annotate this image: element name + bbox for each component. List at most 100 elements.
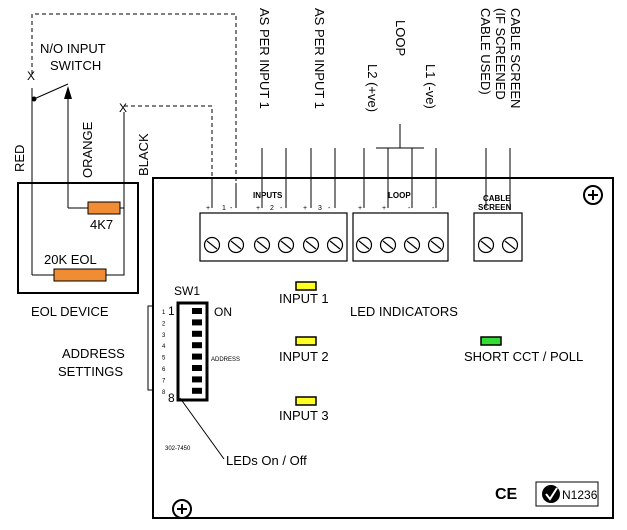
pin-label: - — [328, 205, 331, 212]
input-pin-labels: + 1 - + 2 - + 3 - — [206, 205, 331, 212]
pin-label: 3 — [318, 205, 322, 212]
cable-header-2: SCREEN — [478, 203, 512, 212]
board-outline — [152, 177, 614, 519]
label-as-per-input-1a: AS PER INPUT 1 — [257, 8, 272, 109]
dip-slider[interactable] — [192, 353, 202, 360]
address-small-label: ADDRESS — [211, 357, 240, 363]
mounting-hole-top-right-icon — [583, 185, 603, 205]
dip-slider[interactable] — [192, 376, 202, 383]
address-settings-line1: ADDRESS — [62, 346, 125, 361]
label-l2: L2 (+ve) — [365, 64, 380, 112]
terminal-screw-icon — [326, 236, 344, 254]
loop-terminal-block — [352, 212, 449, 262]
switch-blade — [33, 83, 69, 100]
resistor-4k7-label: 4K7 — [90, 217, 113, 232]
dip-slider[interactable] — [192, 330, 202, 337]
input3-label: INPUT 3 — [279, 408, 329, 423]
cut-mark-right: X — [119, 101, 127, 115]
dip-slider[interactable] — [192, 387, 202, 394]
wire-label-orange: ORANGE — [80, 121, 95, 178]
input2-label: INPUT 2 — [279, 349, 329, 364]
input-terminal-block — [199, 212, 348, 262]
label-cable-screen-2: (IF SCREENED — [493, 8, 508, 100]
ce-mark: CE — [495, 486, 518, 503]
dip-big-8: 8 — [168, 391, 175, 405]
inputs-header: INPUTS — [253, 191, 283, 200]
label-as-per-input-1b: AS PER INPUT 1 — [312, 8, 327, 109]
dip-slider[interactable] — [192, 365, 202, 371]
dip-number: 5 — [162, 356, 166, 362]
top-wiring: AS PER INPUT 1 AS PER INPUT 1 LOOP L2 (+… — [211, 8, 523, 208]
dip-switch[interactable] — [176, 301, 209, 402]
switch-label-line2: SWITCH — [50, 58, 101, 73]
terminal-screw-icon — [403, 236, 421, 254]
n-number: N1236 — [562, 488, 598, 502]
terminal-screw-icon — [355, 236, 373, 254]
pin-label: + — [358, 205, 362, 212]
part-number: 302-7450 — [165, 446, 191, 452]
resistor-20k-wire-right — [106, 274, 125, 276]
input1-led — [295, 281, 317, 291]
terminal-screw-icon — [302, 236, 320, 254]
input2-led — [295, 336, 317, 346]
screen-terminal-block — [473, 212, 523, 262]
eol-device-section: N/O INPUT SWITCH X X RED ORANGE BLACK 4K… — [12, 13, 237, 319]
cable-header-1: CABLE — [483, 194, 511, 203]
label-loop: LOOP — [393, 20, 408, 56]
wire-label-black: BLACK — [136, 133, 151, 176]
resistor-20k-label: 20K EOL — [44, 252, 97, 267]
short-cct-label: SHORT CCT / POLL — [464, 349, 583, 364]
cut-mark-left: X — [27, 69, 35, 83]
resistor-20k — [53, 268, 107, 282]
label-cable-screen-3: CABLE USED) — [478, 8, 493, 95]
dip-switch-slots — [192, 308, 202, 394]
loop-header: LOOP — [388, 191, 411, 200]
terminal-screw-icon — [379, 236, 397, 254]
input3-led — [295, 396, 317, 406]
dip-number: 3 — [162, 333, 166, 339]
terminal-screw-icon — [253, 236, 271, 254]
pin-label: + — [206, 205, 210, 212]
pin-label: + — [303, 205, 307, 212]
dip-slider[interactable] — [192, 342, 202, 349]
terminal-screw-icon — [477, 236, 495, 254]
dashed-black-wire — [124, 105, 213, 183]
terminal-screw-icon — [227, 236, 245, 254]
pin-label: - — [230, 205, 233, 212]
dip-number: 2 — [162, 321, 166, 327]
switch-label-line1: N/O INPUT — [40, 41, 106, 56]
address-settings-line2: SETTINGS — [58, 364, 123, 379]
label-l1: L1 (-ve) — [423, 64, 438, 109]
eol-device-label: EOL DEVICE — [31, 304, 109, 319]
pin-label: 2 — [270, 205, 274, 212]
dip-number: 8 — [162, 390, 166, 396]
wire-label-red: RED — [12, 145, 27, 172]
n-number-box — [535, 481, 599, 507]
terminal-screw-icon — [427, 236, 445, 254]
on-label: ON — [214, 305, 232, 319]
label-cable-screen-1: CABLE SCREEN — [508, 8, 523, 108]
led-indicators-label: LED INDICATORS — [350, 304, 458, 319]
loop-pin-labels: + + - - — [358, 205, 435, 212]
terminal-screw-icon — [277, 236, 295, 254]
dip-number: 7 — [162, 378, 166, 384]
dip-number: 6 — [162, 367, 166, 373]
pin-label: 1 — [222, 205, 226, 212]
board: INPUTS LOOP CABLE SCREEN + 1 - + 2 - + 3… — [58, 177, 614, 519]
pin-label: - — [408, 205, 411, 212]
terminal-screws — [203, 236, 519, 254]
pin-label: + — [382, 205, 386, 212]
pin-label: - — [432, 205, 435, 212]
pin-label: - — [280, 205, 283, 212]
dip-big-1: 1 — [168, 304, 175, 318]
address-bracket — [147, 305, 153, 391]
leds-pointer-line — [179, 397, 225, 460]
resistor-4k7 — [87, 201, 121, 215]
input1-label: INPUT 1 — [279, 291, 329, 306]
dip-slider[interactable] — [192, 308, 202, 314]
dip-slider[interactable] — [192, 319, 202, 326]
eol-device-box — [17, 182, 139, 294]
terminal-screw-icon — [203, 236, 221, 254]
